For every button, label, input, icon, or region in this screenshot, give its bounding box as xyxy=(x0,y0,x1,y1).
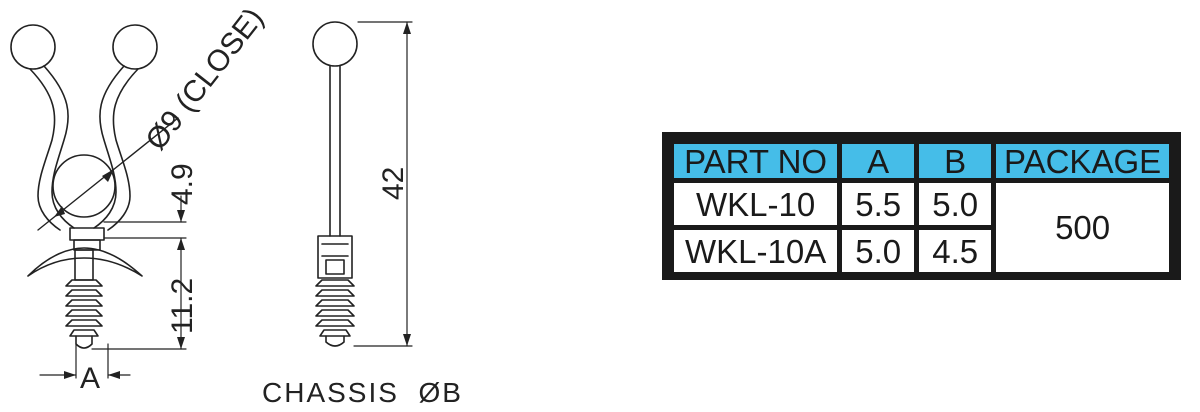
header-package: PACKAGE xyxy=(996,144,1169,178)
diameter-close-label: Ø9 (CLOSE) xyxy=(140,2,271,156)
ring-opening xyxy=(52,154,116,218)
table-row: WKL-10 5.5 5.0 500 xyxy=(674,183,1169,272)
header-a: A xyxy=(842,144,915,178)
cell-b: 4.5 xyxy=(919,230,992,272)
left-ball-tip xyxy=(10,24,56,70)
table-row: WKL-10A 5.0 4.5 xyxy=(674,230,1169,272)
dim-11-2-label: 11.2 xyxy=(166,278,199,334)
cell-part-no: WKL-10 xyxy=(674,183,838,225)
dim-4-9-label: 4.9 xyxy=(166,163,199,205)
clip-front-view xyxy=(10,24,158,349)
cell-a: 5.5 xyxy=(842,183,915,225)
clip-side-view xyxy=(312,21,358,347)
side-ball-tip xyxy=(312,21,358,67)
table-header-row: PART NO A B PACKAGE xyxy=(674,144,1169,178)
cell-package: 500 xyxy=(996,183,1169,272)
dim-a-label: A xyxy=(80,362,100,395)
side-ribs xyxy=(315,279,355,337)
right-ball-tip xyxy=(112,24,158,70)
header-part-no: PART NO xyxy=(674,144,838,178)
cell-part-no: WKL-10A xyxy=(674,230,838,272)
neck-block xyxy=(69,227,105,241)
chassis-caption: CHASSIS ØB xyxy=(262,377,463,408)
dim-42-label: 42 xyxy=(377,167,410,200)
technical-drawing: Ø9 (CLOSE) 4.9 11.2 42 A CHASSIS ØB xyxy=(10,2,463,408)
left-arm xyxy=(43,65,75,229)
right-arm xyxy=(93,65,125,229)
cell-b: 5.0 xyxy=(919,183,992,225)
spec-table: PART NO A B PACKAGE WKL-10 5.5 5.0 500 W… xyxy=(662,132,1181,280)
anchor-ribs xyxy=(65,279,103,337)
wing-spring xyxy=(27,247,143,277)
header-b: B xyxy=(919,144,992,178)
cell-a: 5.0 xyxy=(842,230,915,272)
